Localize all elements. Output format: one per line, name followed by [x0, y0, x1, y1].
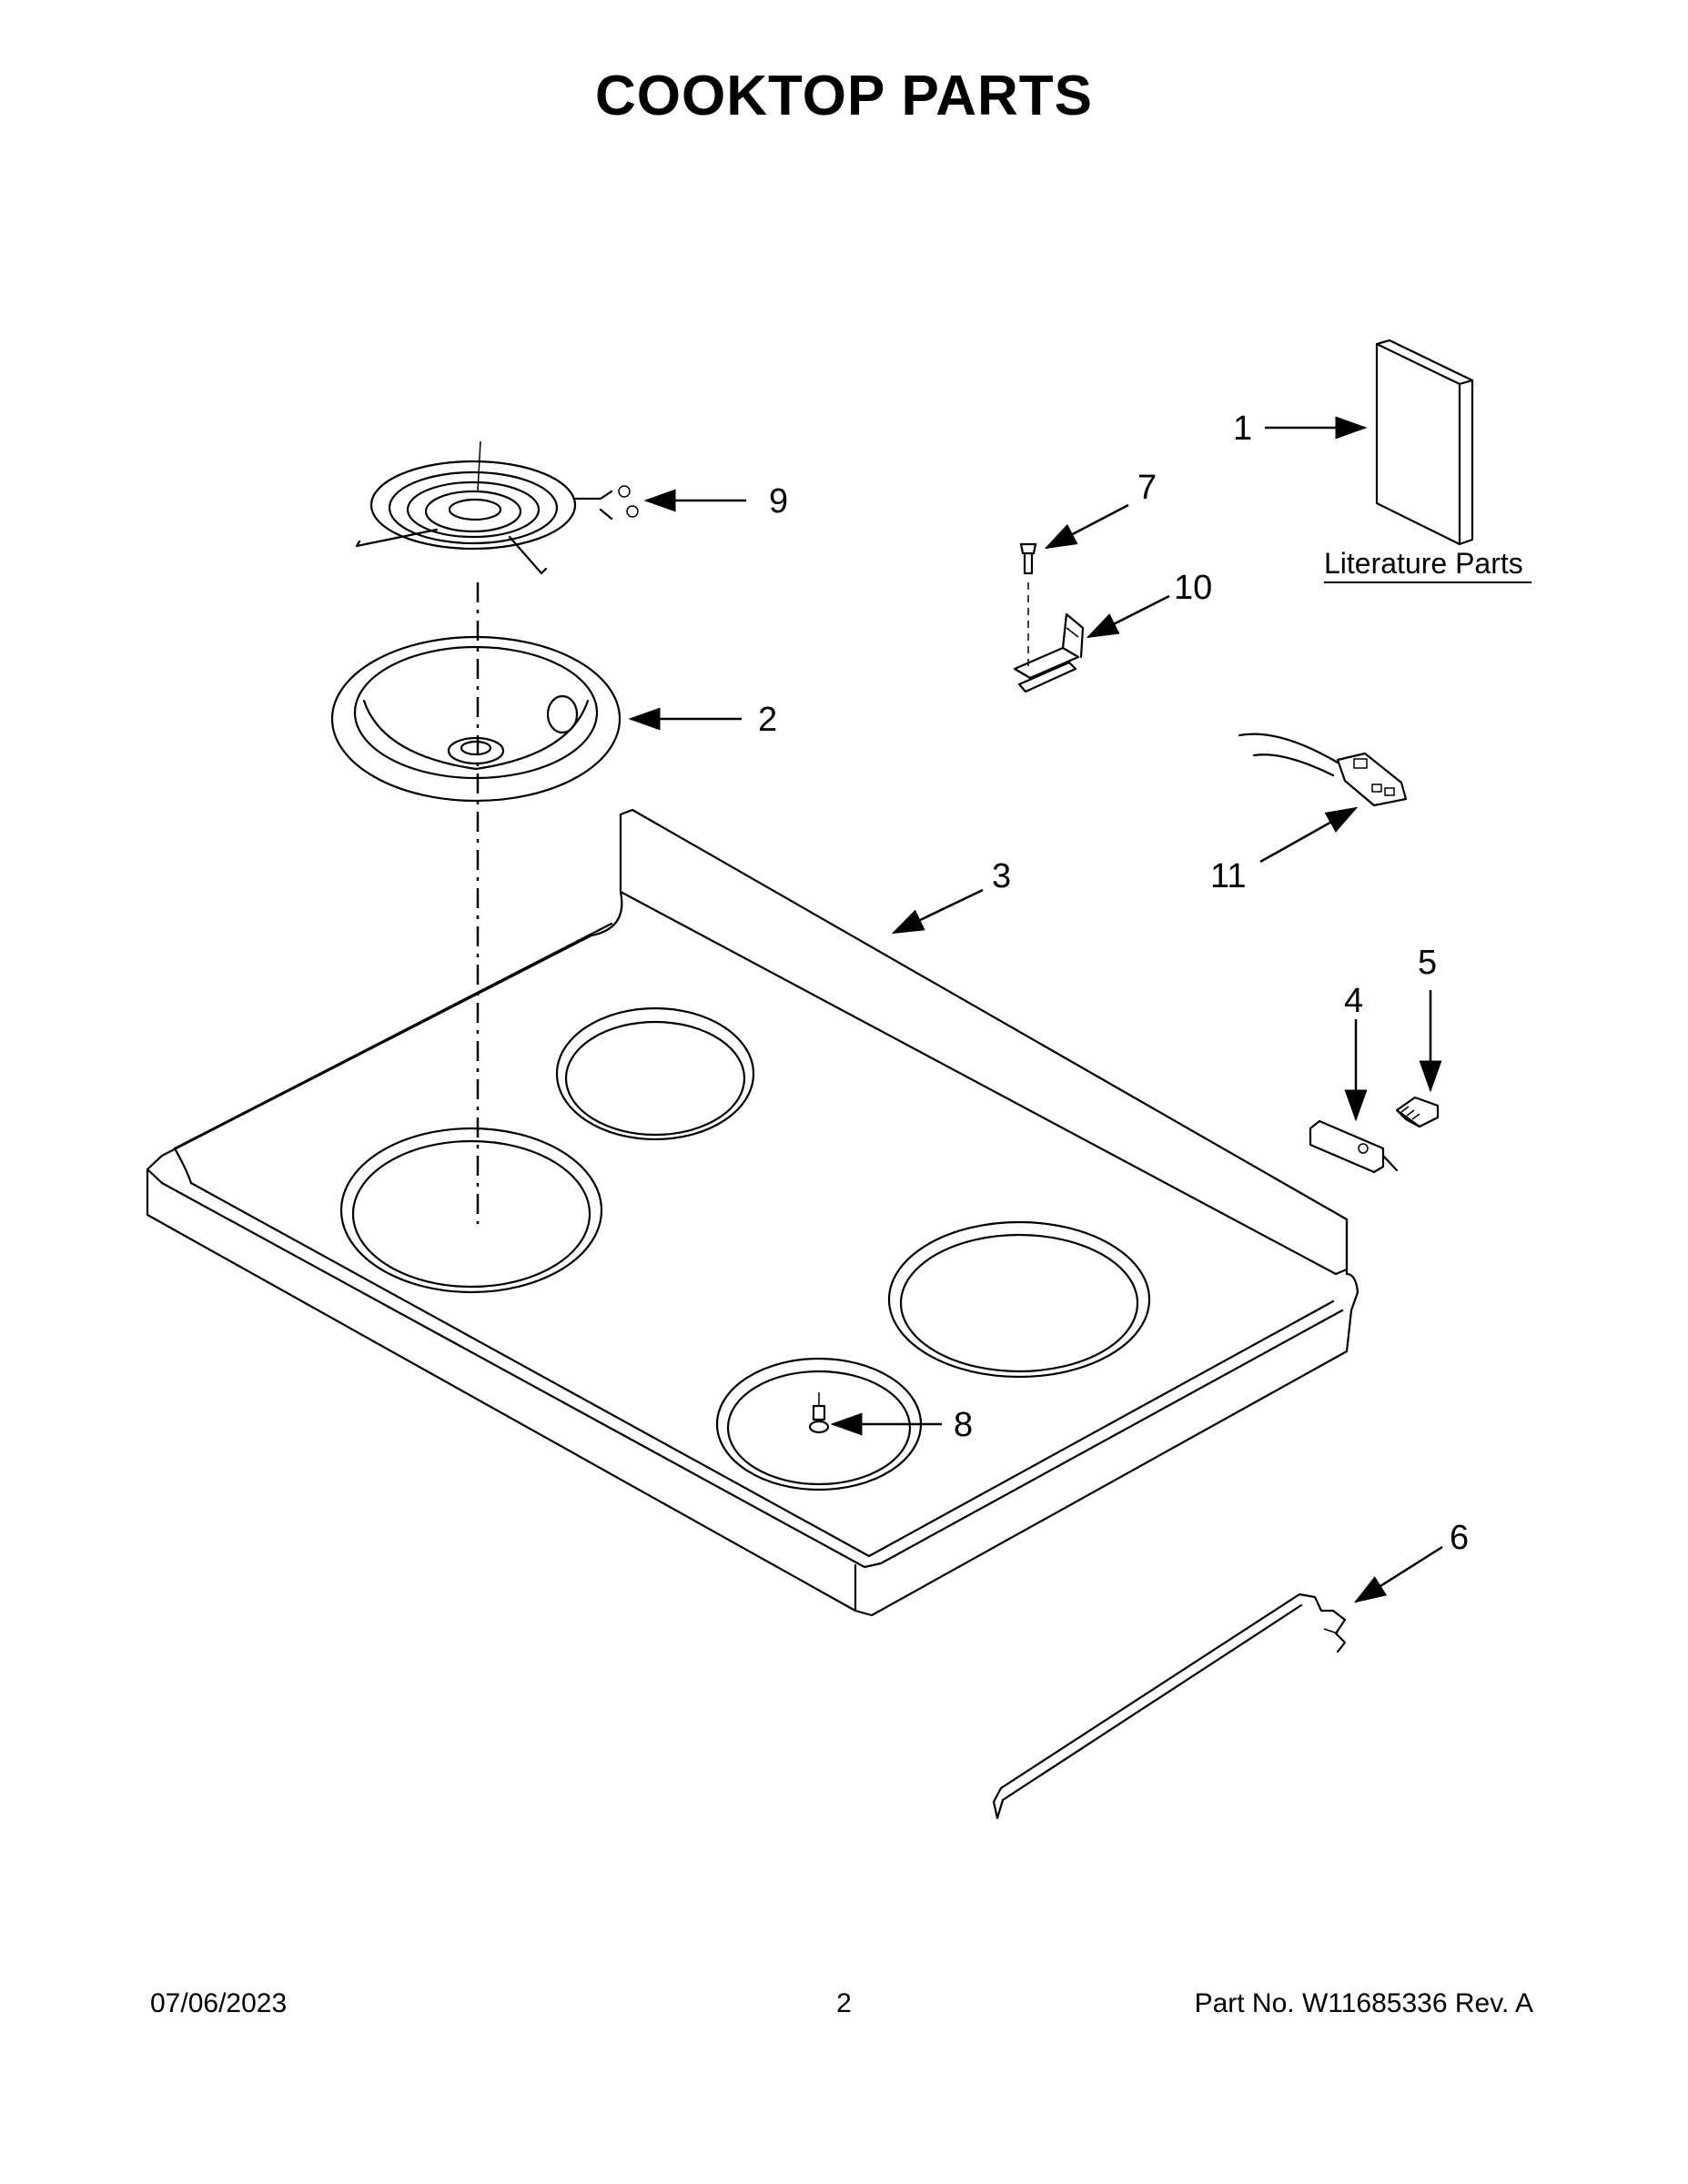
footer-page-number: 2 [836, 1988, 852, 2018]
burner-opening-front-left [339, 1127, 603, 1294]
callout-5: 5 [1418, 944, 1437, 982]
burner-screw [808, 1392, 830, 1434]
footer-part-number: Part No. W11685336 Rev. A [1194, 1988, 1533, 2018]
bracket-screw [1019, 542, 1037, 669]
callout-10: 10 [1174, 569, 1212, 607]
footer-date: 07/06/2023 [150, 1988, 288, 2018]
burner-opening-rear-right [887, 1220, 1151, 1379]
surface-element [355, 440, 639, 575]
cooktop [146, 808, 1359, 1617]
callout-2: 2 [758, 701, 777, 739]
literature-parts-booklet [1375, 339, 1474, 546]
callout-3: 3 [992, 857, 1011, 895]
callout-arrow-3 [891, 888, 984, 935]
page-title: COOKTOP PARTS [595, 65, 1093, 127]
callout-arrow-7 [1044, 503, 1129, 550]
callout-11: 11 [1210, 857, 1246, 895]
callout-arrow-10 [1086, 594, 1170, 639]
burner-opening-rear-left [555, 1006, 755, 1141]
callout-6: 6 [1450, 1519, 1469, 1557]
callout-arrow-6 [1353, 1545, 1443, 1603]
callout-arrow-11 [1259, 806, 1359, 864]
wire-terminal-block [1238, 733, 1408, 807]
support-rod [992, 1592, 1347, 1820]
drip-bowl [330, 635, 622, 803]
callout-7: 7 [1137, 469, 1157, 507]
mounting-screw [1395, 1096, 1440, 1128]
callout-4: 4 [1344, 982, 1363, 1020]
terminal-bracket [1013, 612, 1085, 693]
callout-1: 1 [1233, 410, 1252, 448]
callout-9: 9 [769, 482, 788, 521]
mounting-clip [1309, 1119, 1399, 1174]
callout-8: 8 [954, 1406, 973, 1444]
literature-parts-label: Literature Parts [1324, 547, 1523, 580]
